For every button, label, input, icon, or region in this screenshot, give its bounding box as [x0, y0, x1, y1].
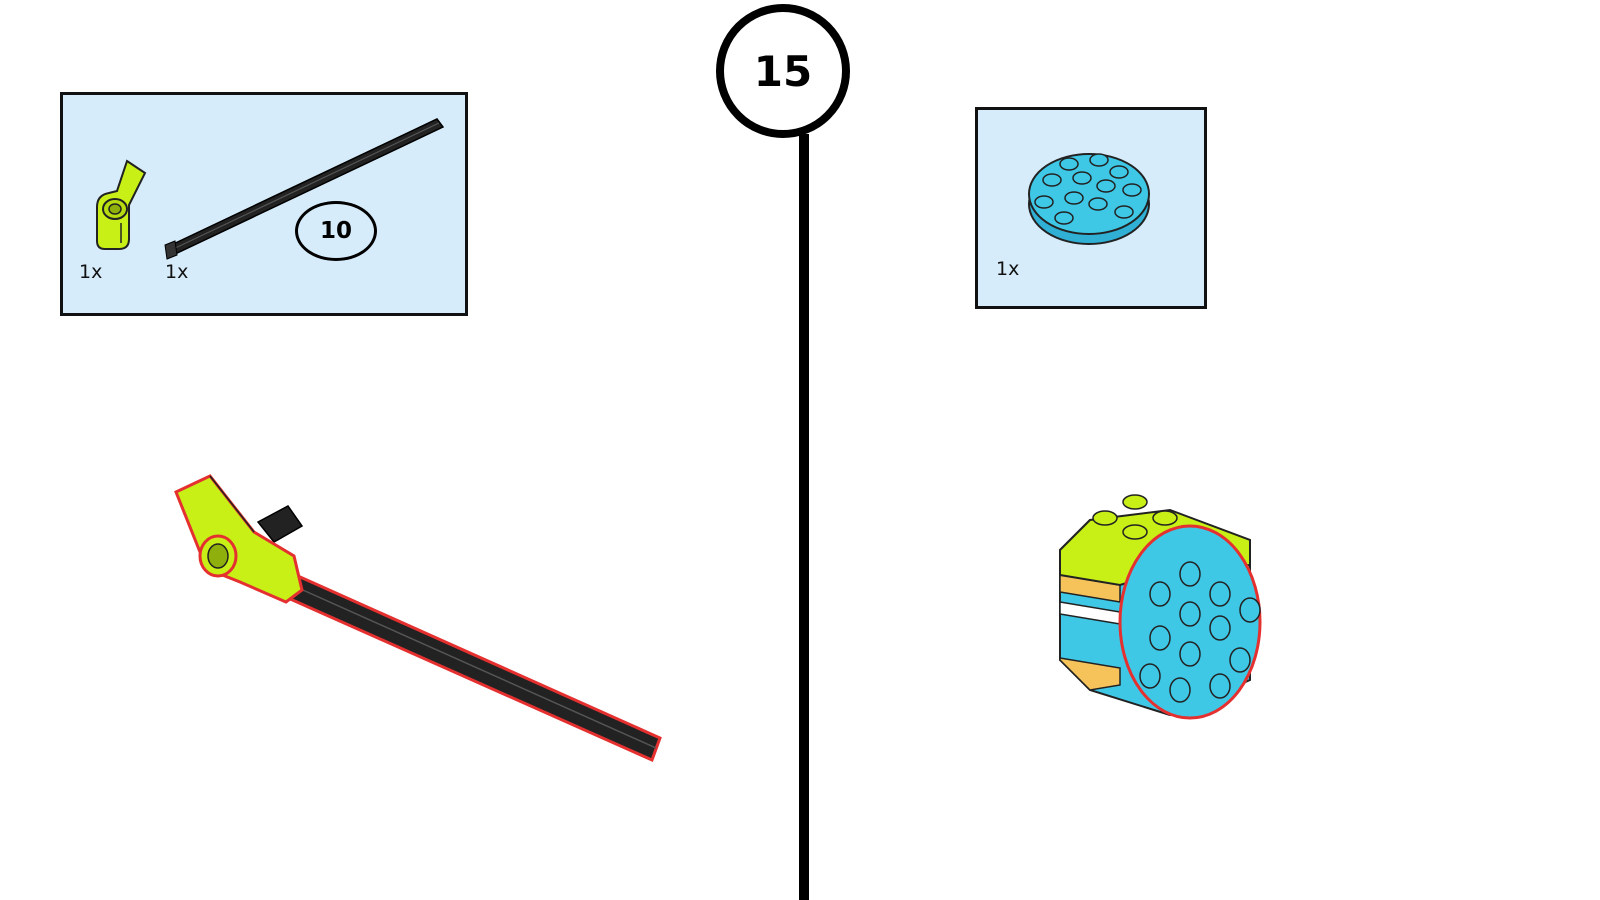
step-divider-line — [799, 134, 809, 900]
step-number-badge: 15 — [716, 4, 850, 138]
plate-quantity: 1x — [996, 258, 1020, 280]
axle-length: 10 — [319, 218, 352, 244]
axle-connector-assembly — [174, 474, 662, 763]
left-parts-list: 1x 1x 10 — [60, 92, 468, 316]
axle-length-badge: 10 — [295, 201, 377, 261]
axle-icon — [164, 118, 445, 260]
angle-connector-icon — [96, 159, 147, 250]
step-number: 15 — [753, 46, 813, 96]
right-parts-list: 1x — [975, 107, 1207, 309]
connector-quantity: 1x — [79, 261, 103, 283]
model-assembly — [1059, 494, 1262, 720]
round-plate-icon — [1028, 153, 1150, 245]
axle-quantity: 1x — [165, 261, 189, 283]
